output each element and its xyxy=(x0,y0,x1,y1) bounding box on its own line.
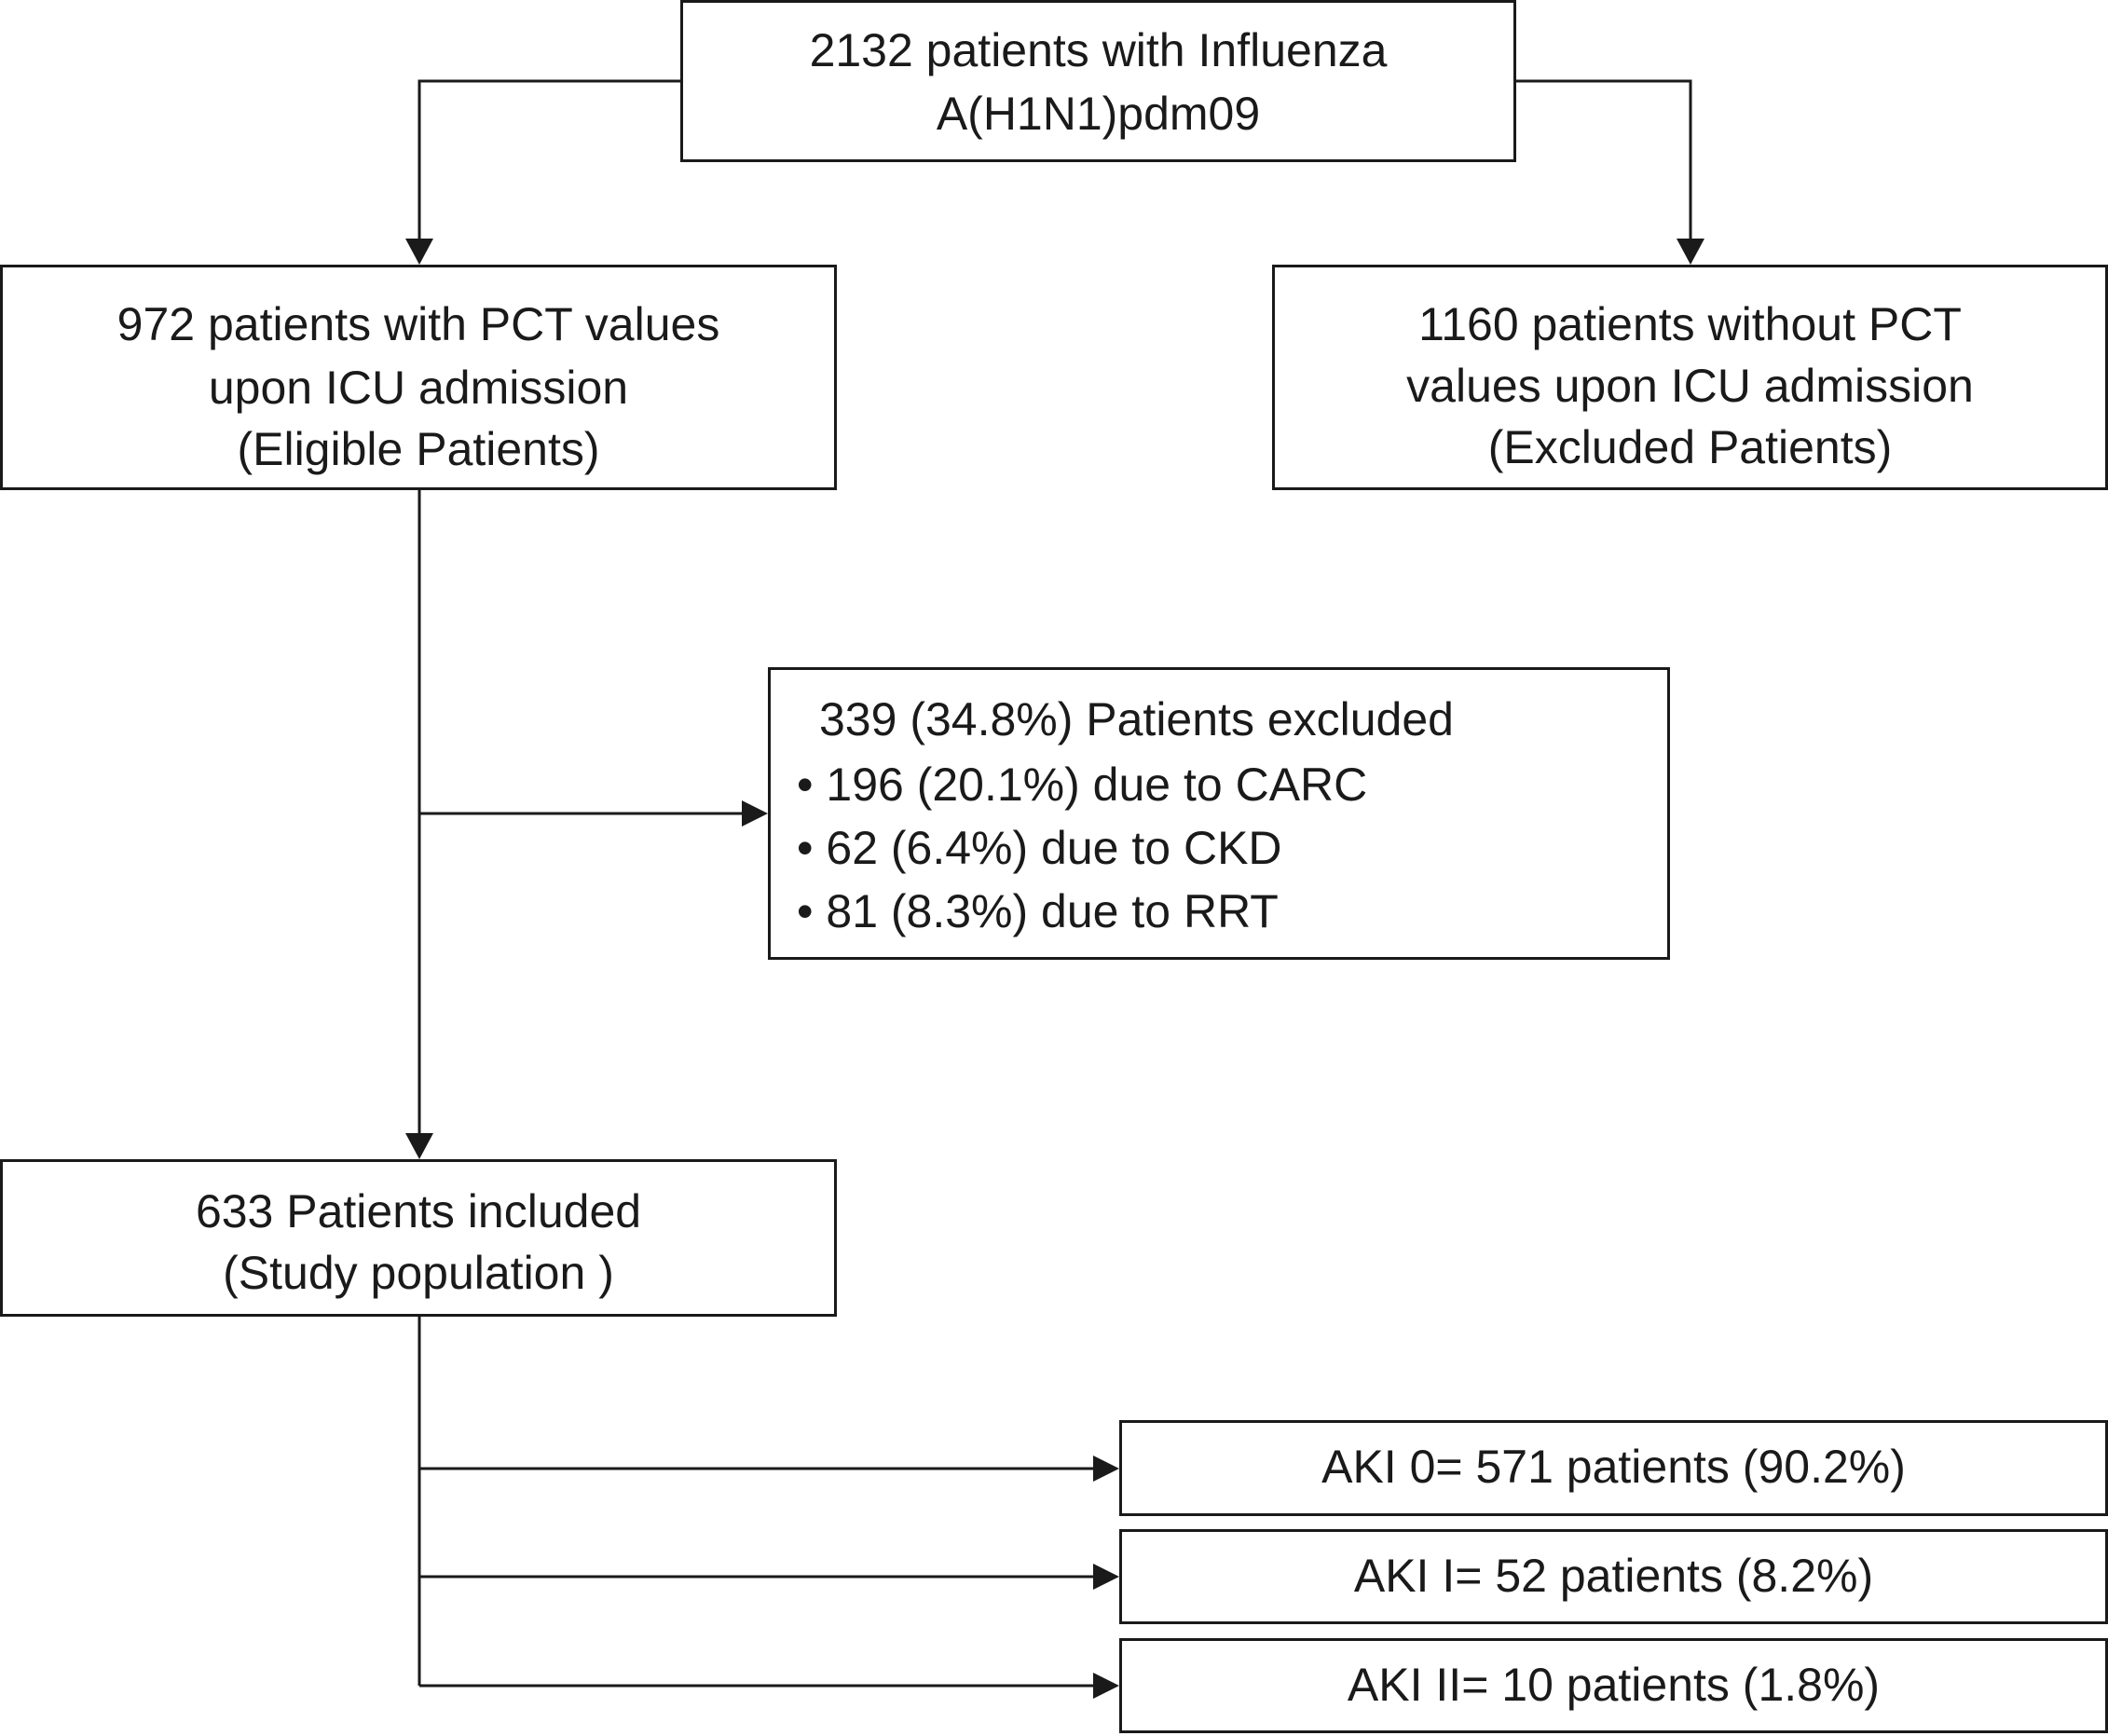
arrowhead-aki-0 xyxy=(1093,1456,1119,1482)
arrow-start-to-eligible xyxy=(417,79,682,240)
eligible-line-2: upon ICU admission xyxy=(208,362,629,414)
eligible-line-1: 972 patients with PCT values xyxy=(116,298,720,350)
aki-1-label: AKI I= 52 patients (8.2%) xyxy=(1353,1550,1874,1602)
aki-2-box: AKI II= 10 patients (1.8%) xyxy=(1119,1638,2108,1733)
start-line-1: 2132 patients with Influenza xyxy=(809,24,1388,76)
arrowhead-aki-1 xyxy=(1093,1564,1119,1590)
arrowhead-aki-2 xyxy=(1093,1673,1119,1699)
no-pct-box: 1160 patients without PCT values upon IC… xyxy=(1272,265,2108,490)
aki-0-box: AKI 0= 571 patients (90.2%) xyxy=(1119,1420,2108,1516)
aki-0-label: AKI 0= 571 patients (90.2%) xyxy=(1321,1441,1906,1493)
excluded-item-carc: • 196 (20.1%) due to CARC xyxy=(797,759,1368,811)
arrowhead-excluded xyxy=(742,800,768,827)
excluded-item-rrt: • 81 (8.3%) due to RRT xyxy=(797,885,1279,937)
aki-2-label: AKI II= 10 patients (1.8%) xyxy=(1347,1659,1881,1711)
included-line-1: 633 Patients included xyxy=(195,1185,642,1237)
eligible-box: 972 patients with PCT values upon ICU ad… xyxy=(0,265,837,490)
no-pct-line-3: (Excluded Patients) xyxy=(1487,421,1893,473)
start-box: 2132 patients with Influenza A(H1N1)pdm0… xyxy=(680,0,1516,162)
excluded-title: 339 (34.8%) Patients excluded xyxy=(819,693,1454,745)
no-pct-line-2: values upon ICU admission xyxy=(1406,360,1974,412)
included-box: 633 Patients included (Study population … xyxy=(0,1159,837,1317)
arrow-start-to-no-pct xyxy=(1514,79,1692,240)
aki-1-box: AKI I= 52 patients (8.2%) xyxy=(1119,1529,2108,1624)
arrowhead-eligible xyxy=(405,239,433,265)
start-line-2: A(H1N1)pdm09 xyxy=(936,88,1261,140)
arrowhead-no-pct xyxy=(1677,239,1704,265)
excluded-box: 339 (34.8%) Patients excluded • 196 (20.… xyxy=(768,667,1670,960)
no-pct-line-1: 1160 patients without PCT xyxy=(1418,298,1962,350)
arrowhead-included xyxy=(405,1133,433,1159)
excluded-item-ckd: • 62 (6.4%) due to CKD xyxy=(797,822,1282,874)
included-line-2: (Study population ) xyxy=(223,1247,614,1299)
eligible-line-3: (Eligible Patients) xyxy=(237,423,600,475)
